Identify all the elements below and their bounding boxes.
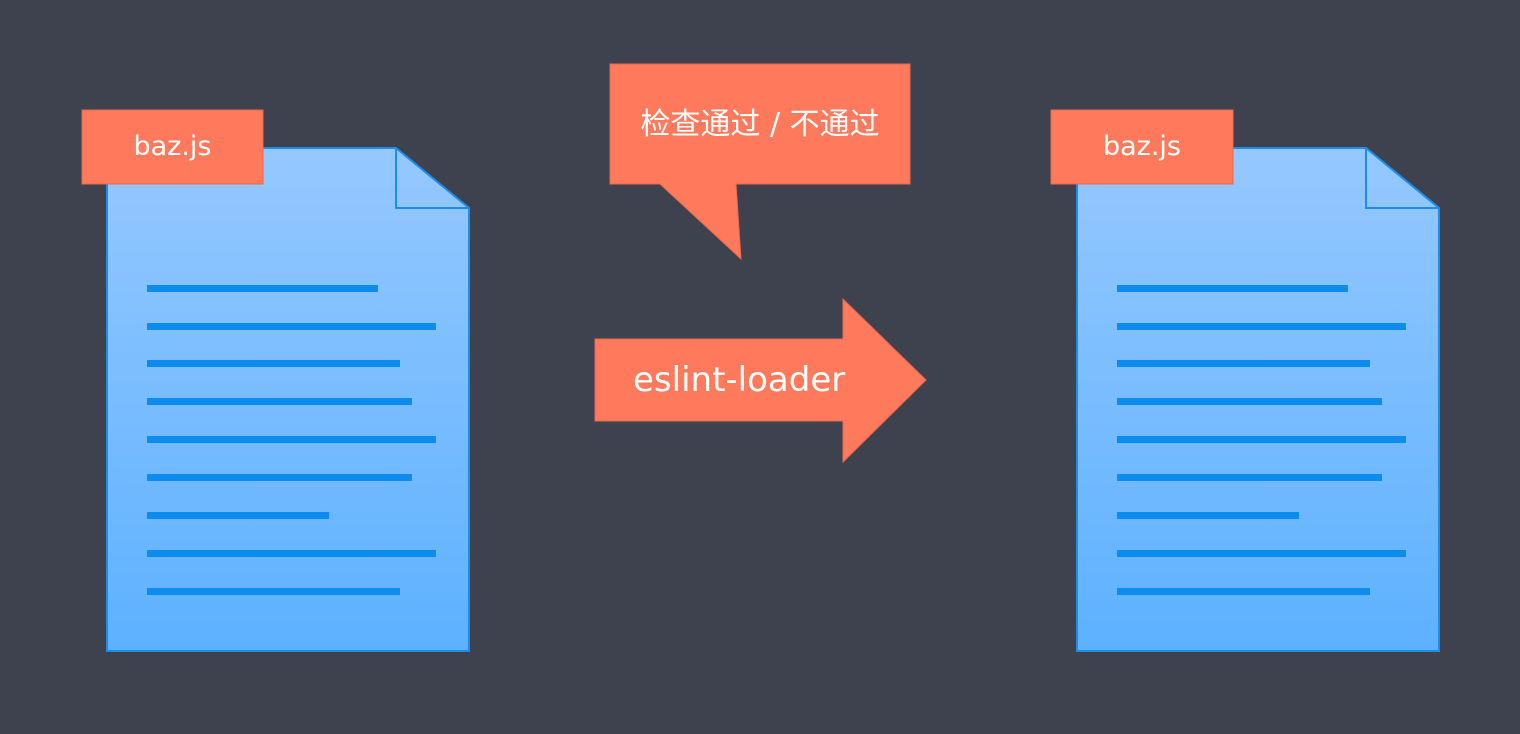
left-file-line <box>147 436 436 443</box>
left-file-line <box>147 323 436 330</box>
right-file-line <box>1117 474 1382 481</box>
right-file-lines <box>1117 285 1406 595</box>
right-file-line <box>1117 550 1406 557</box>
right-file-tag <box>1050 109 1234 185</box>
left-file-lines <box>147 285 436 595</box>
right-file-line <box>1117 360 1370 367</box>
callout-text: 检查通过 / 不通过 <box>640 107 880 142</box>
left-file-line <box>147 360 400 367</box>
left-file-line <box>147 512 329 519</box>
right-file-line <box>1117 398 1382 405</box>
speech-bubble-icon <box>609 63 911 261</box>
right-file <box>1050 109 1440 652</box>
right-file-line <box>1117 285 1348 292</box>
left-file-line <box>147 398 412 405</box>
left-file-fold-icon <box>395 148 469 209</box>
left-file-line <box>147 550 436 557</box>
right-file-line <box>1117 588 1370 595</box>
right-file-line <box>1117 323 1406 330</box>
right-file-line <box>1117 436 1406 443</box>
left-file-tag <box>81 109 264 185</box>
right-file-fold-icon <box>1365 148 1439 209</box>
left-file-name: baz.js <box>133 131 212 162</box>
left-file-line <box>147 474 412 481</box>
right-file-name: baz.js <box>1102 131 1181 162</box>
right-file-line <box>1117 512 1299 519</box>
left-file-line <box>147 285 378 292</box>
left-file-line <box>147 588 400 595</box>
left-file <box>81 109 470 652</box>
right-arrow-icon <box>594 297 927 464</box>
arrow-label: eslint-loader <box>633 360 846 400</box>
